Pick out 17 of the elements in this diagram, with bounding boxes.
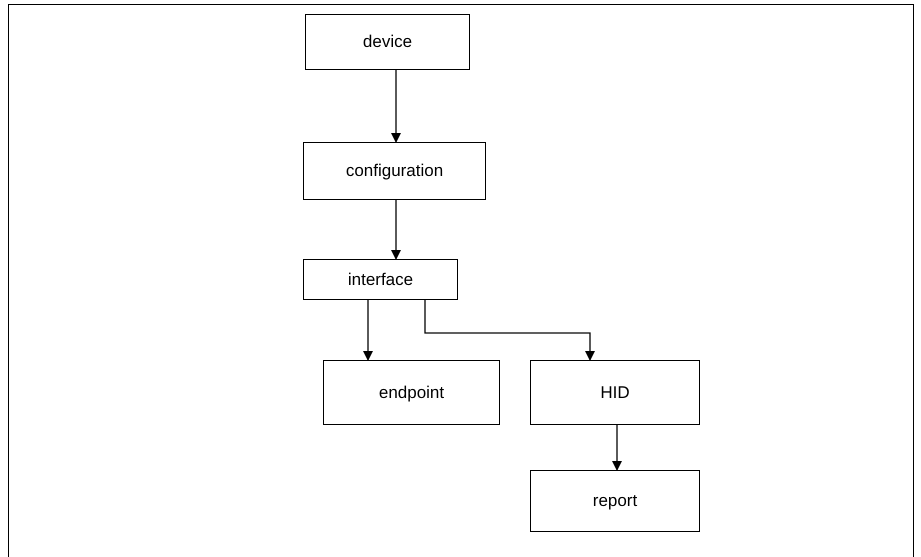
process-box: [530, 360, 700, 425]
arrow: [363, 300, 373, 361]
arrow: [391, 200, 401, 260]
process-box: [530, 470, 700, 532]
process-box: [323, 360, 500, 425]
process-box: [303, 142, 486, 200]
box-label: report: [592, 490, 638, 512]
arrow: [424, 300, 595, 361]
arrow: [612, 425, 622, 471]
box-label: interface: [348, 268, 414, 291]
process-box: [303, 259, 458, 300]
box-label: HID: [600, 382, 630, 404]
arrow: [391, 70, 401, 143]
box-label: endpoint: [378, 382, 444, 404]
box-label: device: [362, 31, 412, 54]
box-label: configuration: [346, 160, 444, 182]
process-box: [305, 14, 470, 70]
